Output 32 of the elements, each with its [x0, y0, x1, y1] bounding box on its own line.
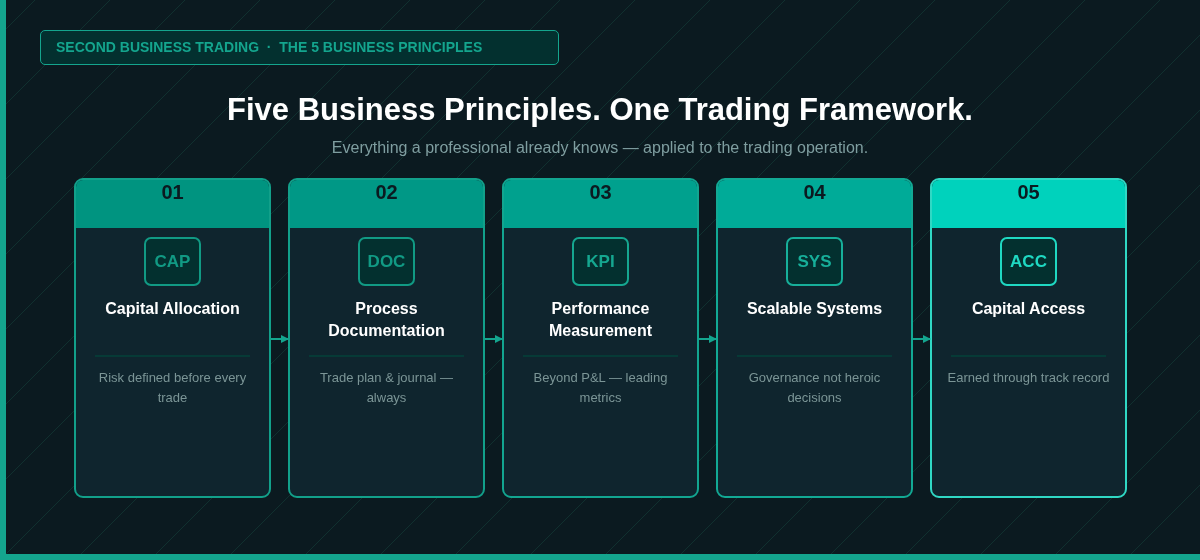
card-title: Scalable Systems [745, 299, 884, 319]
card-title: Process Documentation [327, 299, 446, 341]
card-description: Beyond P&L — leading metrics [532, 369, 669, 407]
tag-label: SECOND BUSINESS TRADING · THE 5 BUSINESS PRINCIPLES [40, 30, 559, 65]
principle-card [502, 178, 699, 498]
step-number: 03 [589, 180, 612, 204]
arrow [912, 335, 931, 343]
card-title: Performance Measurement [547, 299, 654, 341]
step-number: 01 [161, 180, 184, 204]
principle-card [716, 178, 913, 498]
card-description: Risk defined before every trade [97, 369, 248, 407]
arrow [698, 335, 717, 343]
code-tag: CAP [144, 237, 201, 286]
step-number: 04 [803, 180, 826, 204]
title: Five Business Principles. One Trading Framework. [226, 92, 974, 128]
principle-card [930, 178, 1127, 498]
code-tag: ACC [1000, 237, 1057, 286]
principle-card [288, 178, 485, 498]
code-tag: SYS [786, 237, 843, 286]
card-description: Earned through track record [946, 369, 1111, 387]
step-number: 02 [375, 180, 398, 204]
arrow [270, 335, 289, 343]
card-description: Trade plan & journal — always [318, 369, 455, 407]
card-title: Capital Allocation [104, 299, 241, 319]
code-tag: DOC [358, 237, 415, 286]
card-title: Capital Access [970, 299, 1087, 319]
arrow [484, 335, 503, 343]
subtitle: Everything a professional already knows — applied to the trading operation. [330, 139, 870, 157]
card-description: Governance not heroic decisions [747, 369, 882, 407]
code-tag: KPI [572, 237, 629, 286]
principle-card [74, 178, 271, 498]
step-number: 05 [1017, 180, 1040, 204]
